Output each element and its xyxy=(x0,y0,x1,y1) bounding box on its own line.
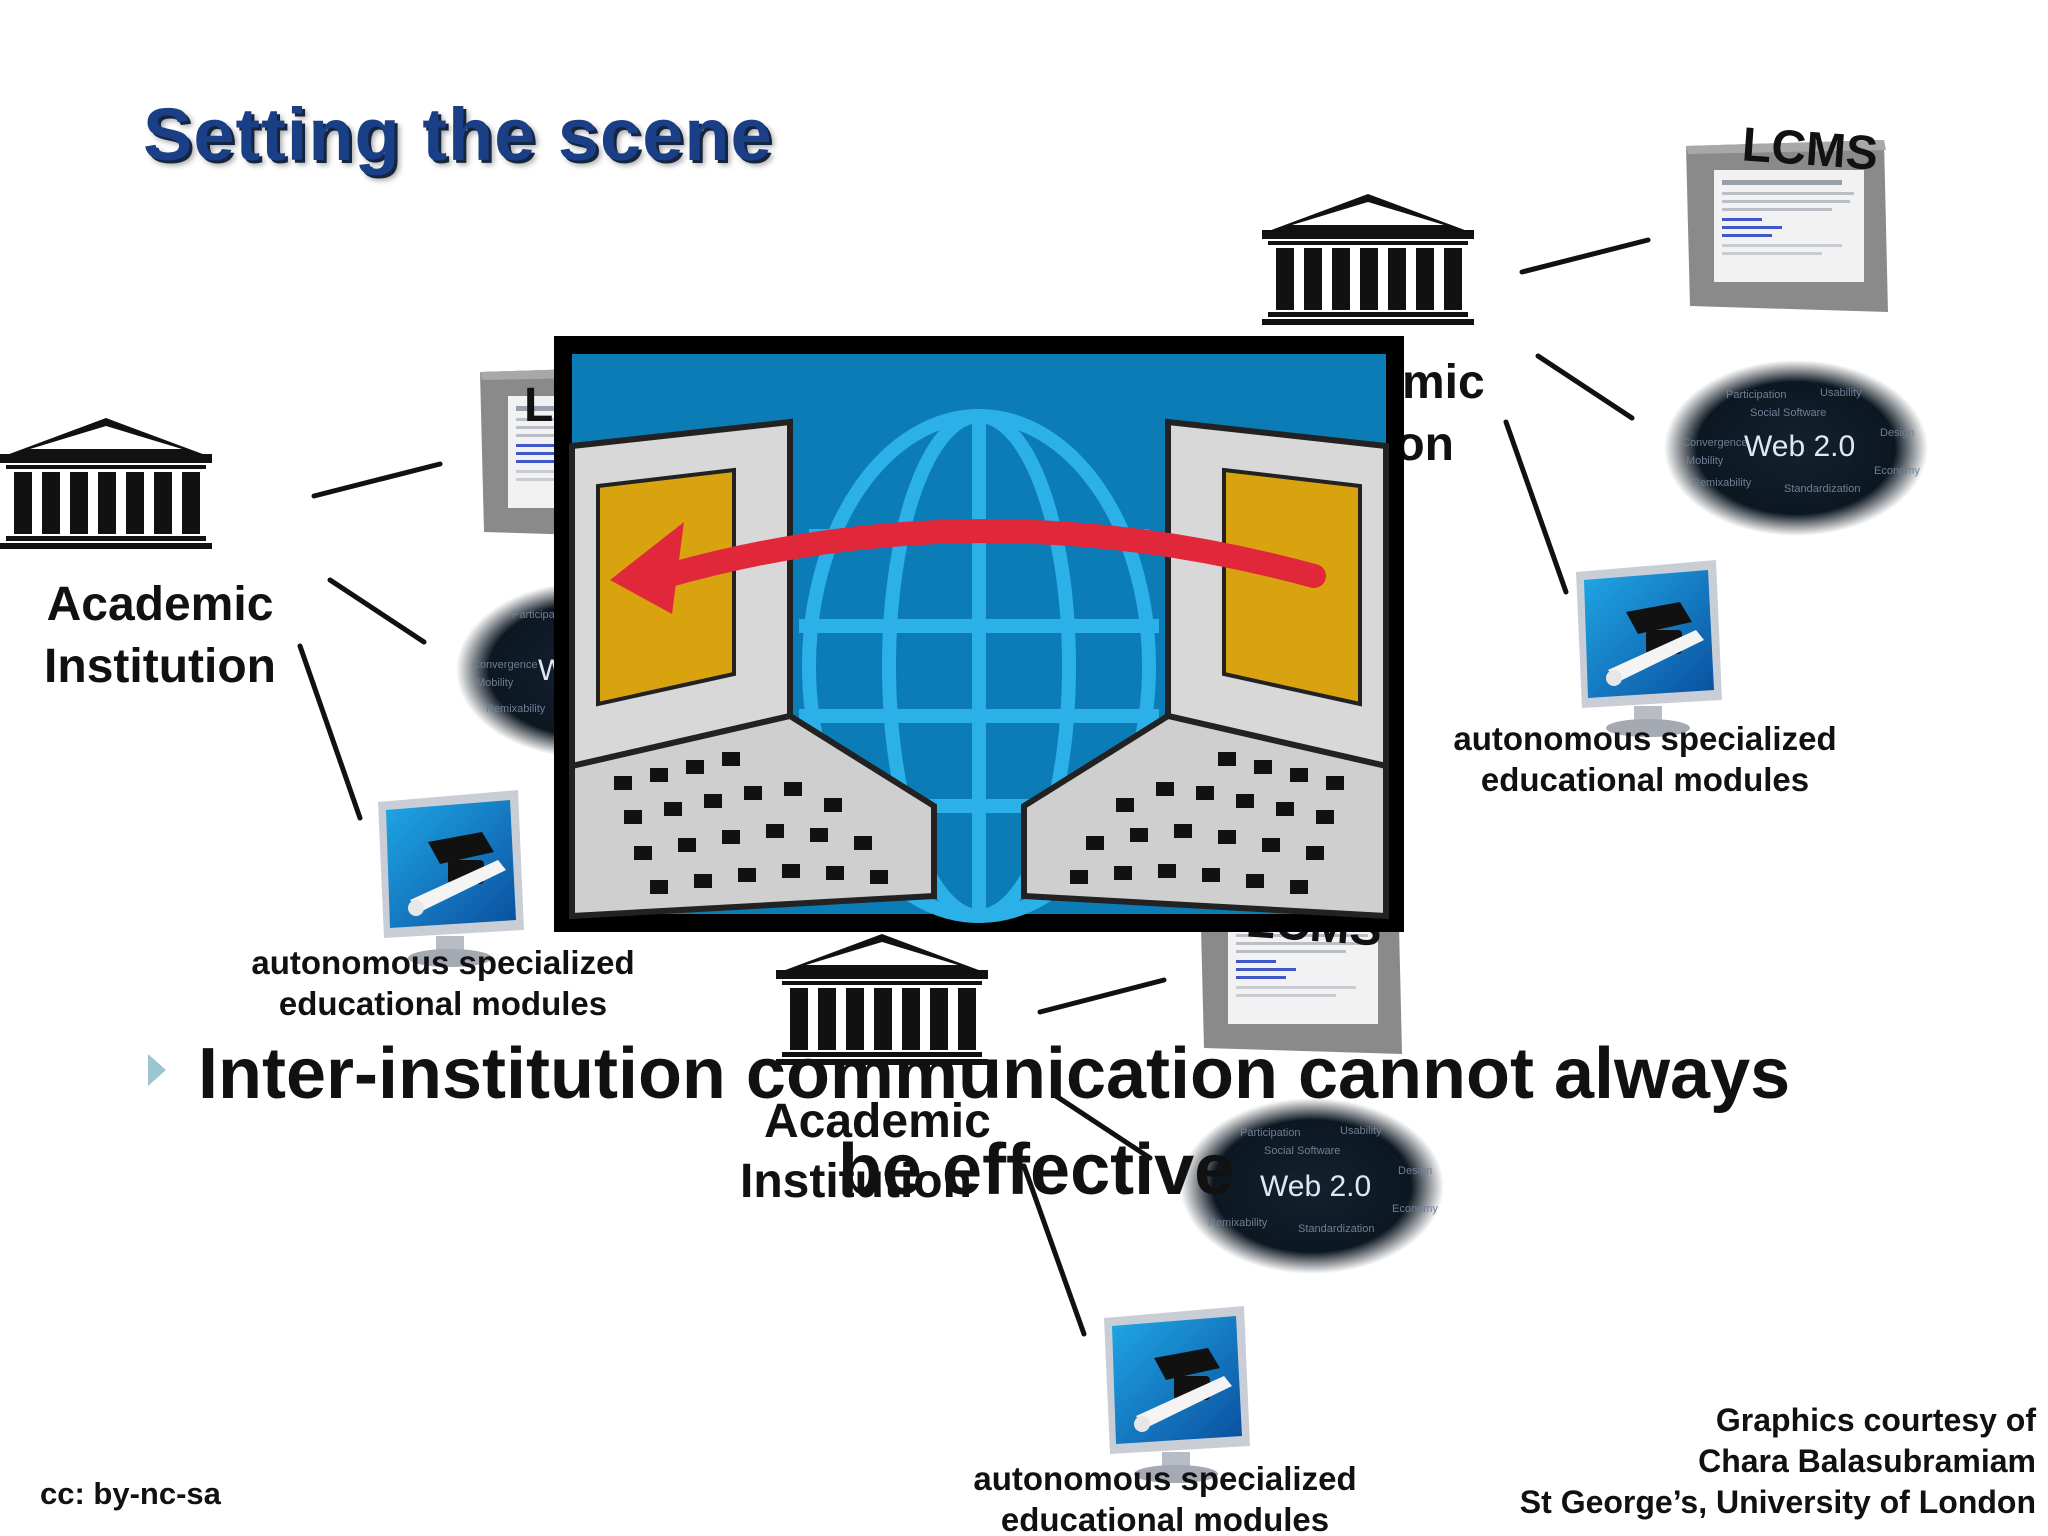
svg-text:Remixability: Remixability xyxy=(1692,477,1752,489)
connector-line xyxy=(1503,419,1569,595)
svg-text:Social Software: Social Software xyxy=(1750,407,1826,419)
connector-line xyxy=(297,643,363,821)
networked-computers-clipart xyxy=(554,336,1404,932)
svg-text:Remixability: Remixability xyxy=(1208,1217,1268,1229)
svg-text:Mobility: Mobility xyxy=(1686,455,1724,467)
svg-text:Design: Design xyxy=(1398,1165,1432,1177)
svg-text:Social Software: Social Software xyxy=(1264,1145,1340,1157)
module-label: autonomous specialized educational modul… xyxy=(960,1458,1370,1536)
credits: Graphics courtesy of Chara Balasubramiam… xyxy=(1440,1400,2036,1523)
connector-line xyxy=(1535,353,1635,421)
module-label: autonomous specialized educational modul… xyxy=(238,942,648,1024)
module-label-line1: autonomous specialized xyxy=(1453,720,1837,757)
svg-text:Usability: Usability xyxy=(1340,1125,1382,1137)
credit-line: Chara Balasubramiam xyxy=(1698,1443,2036,1479)
lcms-label-partial: L xyxy=(524,379,554,432)
web20-label: Web 2.0 xyxy=(1260,1170,1371,1203)
svg-text:Design: Design xyxy=(1880,427,1914,439)
connector-line xyxy=(1519,237,1651,275)
web20-tag-cloud-icon: Participation Usability Social Software … xyxy=(1180,1098,1444,1274)
institution-building-icon xyxy=(0,416,212,550)
institution-label: Academic Institution xyxy=(20,574,300,698)
graduation-monitor-icon xyxy=(1568,560,1728,738)
svg-text:Economy: Economy xyxy=(1874,465,1920,477)
license-text: cc: by-nc-sa xyxy=(40,1476,221,1511)
module-label-line1: autonomous specialized xyxy=(973,1460,1357,1497)
institution-label-line2: Institution xyxy=(740,1155,972,1208)
bullet-text-line2: be effective xyxy=(838,1130,1235,1210)
connector-line xyxy=(1037,977,1167,1015)
triangle-bullet-icon xyxy=(148,1054,166,1091)
slide-title: Setting the scene xyxy=(143,93,773,176)
bullet-text: Inter-institution communication cannot a… xyxy=(198,1026,1790,1218)
module-label-line2: educational modules xyxy=(1480,761,1810,798)
svg-text:Remixability: Remixability xyxy=(486,703,546,715)
institution-label-line1: mic xyxy=(1402,356,1485,409)
institution-label-line1: Academic xyxy=(46,578,274,631)
institution-building-icon xyxy=(1262,192,1474,326)
connector-line xyxy=(1053,1093,1153,1161)
svg-text:Standardization: Standardization xyxy=(1298,1223,1374,1235)
institution-label: Academic Institution xyxy=(740,1092,1030,1212)
connector-line xyxy=(327,577,427,645)
web20-label: Web 2.0 xyxy=(1744,430,1855,463)
credit-line: St George’s, University of London xyxy=(1519,1484,2036,1520)
credit-line: Graphics courtesy of xyxy=(1715,1402,2036,1438)
svg-text:Participation: Participation xyxy=(1726,389,1787,401)
svg-text:Mobility: Mobility xyxy=(476,677,514,689)
institution-label-partial: mic tion xyxy=(1366,352,1485,476)
institution-label-line1: Academic xyxy=(764,1095,991,1148)
svg-text:Usability: Usability xyxy=(1820,387,1862,399)
module-label: autonomous specialized educational modul… xyxy=(1440,718,1850,800)
lcms-label: LCMS xyxy=(1740,118,1880,181)
svg-text:Convergence: Convergence xyxy=(472,659,537,671)
svg-text:Standardization: Standardization xyxy=(1784,483,1860,495)
web20-tag-cloud-icon: Participation Usability Social Software … xyxy=(1664,360,1928,536)
module-label-line1: autonomous specialized xyxy=(251,944,635,981)
svg-text:Economy: Economy xyxy=(1392,1203,1438,1215)
institution-label-line2: Institution xyxy=(44,640,276,693)
svg-text:Convergence: Convergence xyxy=(1682,437,1747,449)
connector-line xyxy=(1021,1163,1087,1337)
connector-line xyxy=(311,461,443,499)
module-label-line2: educational modules xyxy=(1000,1501,1330,1536)
svg-text:Participation: Participation xyxy=(1240,1127,1301,1139)
module-label-line2: educational modules xyxy=(278,985,608,1022)
bullet-text-line1: Inter-institution communication cannot a… xyxy=(198,1034,1791,1114)
